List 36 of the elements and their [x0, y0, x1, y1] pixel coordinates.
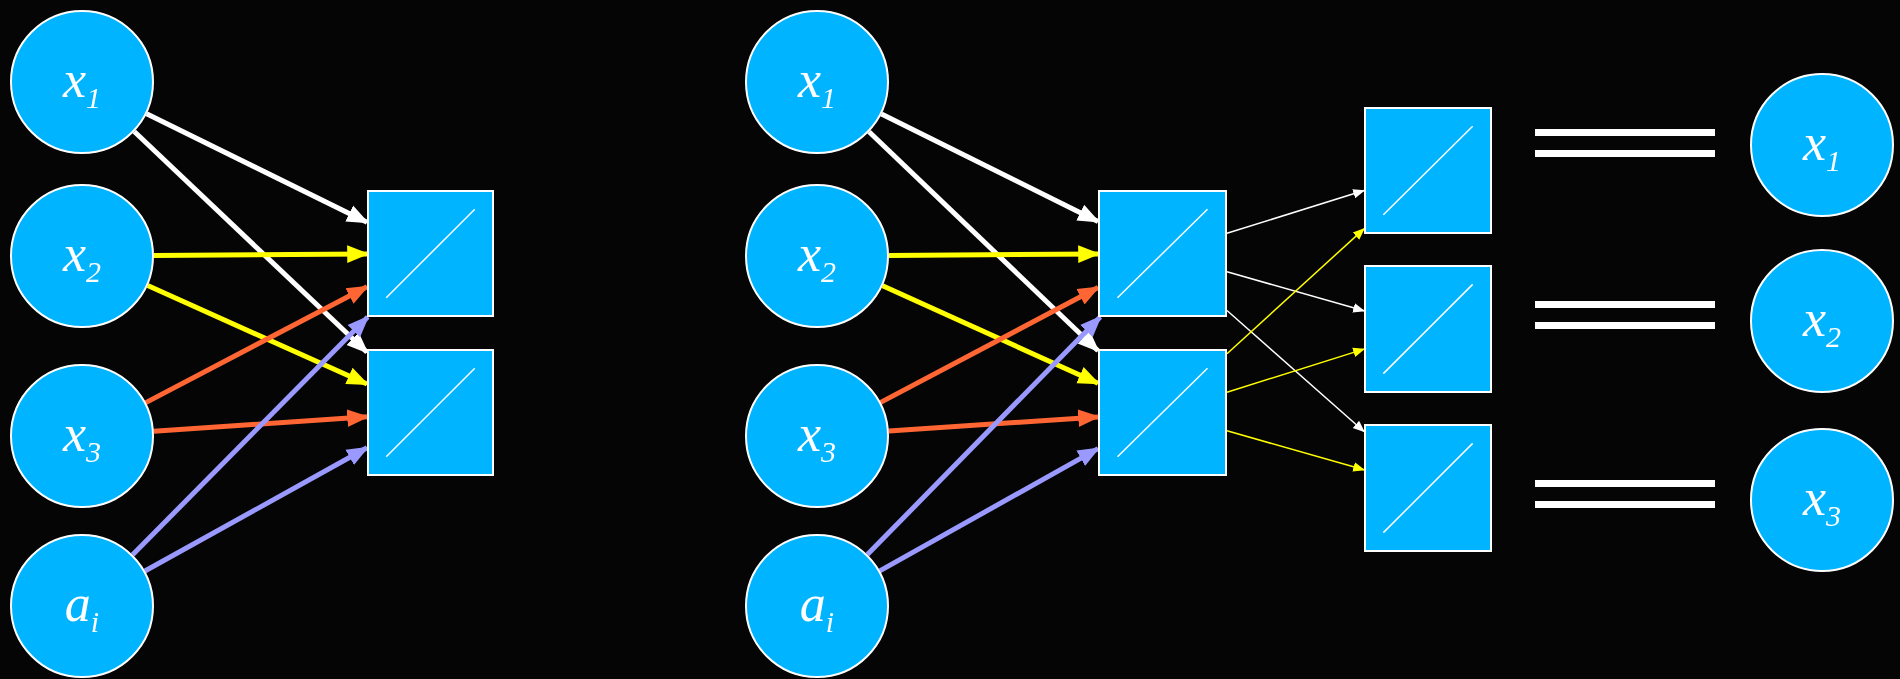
variable-label: a$_{i}$: [64, 573, 100, 639]
arrow: [146, 283, 369, 387]
arrow: [879, 285, 1100, 405]
variable-label: x$_{2}$: [62, 223, 102, 289]
variable-label: x$_{2}$: [797, 223, 837, 289]
variable-label: x$_{1}$: [797, 49, 837, 115]
arrow: [143, 445, 369, 574]
arrow: [1226, 271, 1366, 313]
arrow: [1226, 347, 1366, 393]
variable-label: x$_{2}$: [1802, 288, 1842, 354]
arrow: [881, 283, 1100, 386]
variable-label: x$_{1}$: [62, 49, 102, 115]
arrow: [1226, 189, 1366, 235]
arrow: [130, 315, 370, 557]
arrow: [1226, 228, 1365, 355]
arrow: [1226, 309, 1365, 433]
variable-label: x$_{3}$: [1802, 467, 1842, 533]
arrow: [144, 284, 369, 405]
variable-label: a$_{i}$: [799, 573, 835, 639]
neuron-box: [1098, 349, 1227, 476]
variable-label: x$_{3}$: [62, 403, 102, 469]
arrow: [867, 129, 1100, 353]
arrow: [1226, 430, 1366, 472]
variable-label: x$_{1}$: [1802, 112, 1842, 178]
neuron-box: [1364, 265, 1492, 393]
neuron-box: [367, 349, 494, 476]
neuron-box: [1098, 190, 1227, 317]
neuron-box: [1364, 107, 1492, 234]
variable-label: x$_{3}$: [797, 403, 837, 469]
arrow: [132, 129, 369, 355]
arrow: [865, 315, 1103, 557]
arrow: [880, 111, 1100, 224]
neuron-box: [367, 190, 494, 317]
arrow: [878, 446, 1100, 573]
arrow: [145, 111, 369, 225]
neuron-box: [1364, 424, 1492, 552]
